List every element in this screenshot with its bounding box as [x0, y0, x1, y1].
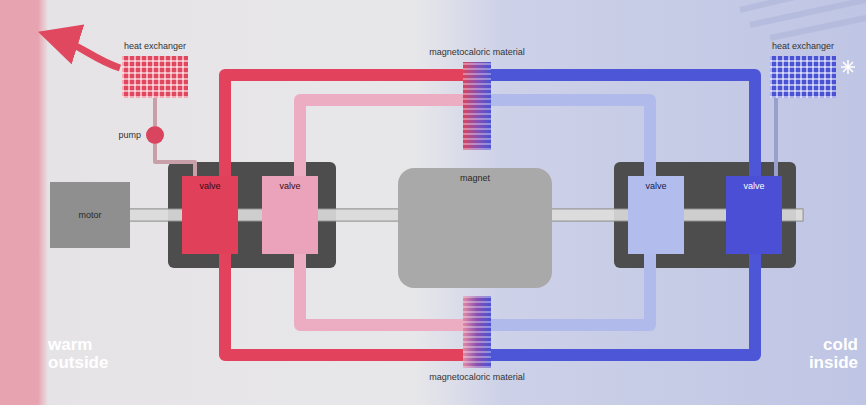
fluid-pipe	[155, 144, 195, 176]
node-label: magnetocaloric material	[429, 47, 525, 58]
pump-circle: pump	[146, 126, 164, 144]
fluid-pipe	[225, 75, 463, 176]
region-label: cold inside	[778, 336, 858, 372]
node-label: heat exchanger	[124, 41, 186, 52]
motor-box: motor	[50, 182, 130, 248]
node-label: valve	[182, 176, 238, 192]
node-label: valve	[628, 176, 684, 192]
heat-exchanger: heat exchanger	[770, 56, 836, 98]
node-label: magnet	[398, 168, 552, 184]
fluid-pipe	[491, 75, 755, 176]
snowflake	[841, 60, 855, 74]
valve-box: valve	[628, 176, 684, 254]
diagonal-streaks	[740, 0, 866, 38]
heat-out-arrow	[58, 38, 120, 68]
magnetocaloric-material: magnetocaloric material	[463, 62, 491, 150]
heat-exchanger: heat exchanger	[122, 56, 188, 98]
fluid-pipe	[774, 98, 778, 176]
fluid-pipe	[491, 100, 650, 176]
fluid-pipe	[300, 100, 463, 176]
valve-box: valve	[182, 176, 238, 254]
valve-box: valve	[726, 176, 782, 254]
fluid-pipe	[153, 98, 157, 126]
valve-box: valve	[262, 176, 318, 254]
node-label: magnetocaloric material	[429, 372, 525, 383]
region-label: warm outside	[48, 336, 128, 372]
node-label: heat exchanger	[772, 41, 834, 52]
magnetocaloric-material: magnetocaloric material	[463, 296, 491, 368]
node-label: valve	[262, 176, 318, 192]
node-label: valve	[726, 176, 782, 192]
node-label: motor	[50, 210, 130, 221]
node-label: pump	[118, 130, 141, 141]
magnet-box: magnet	[398, 168, 552, 288]
